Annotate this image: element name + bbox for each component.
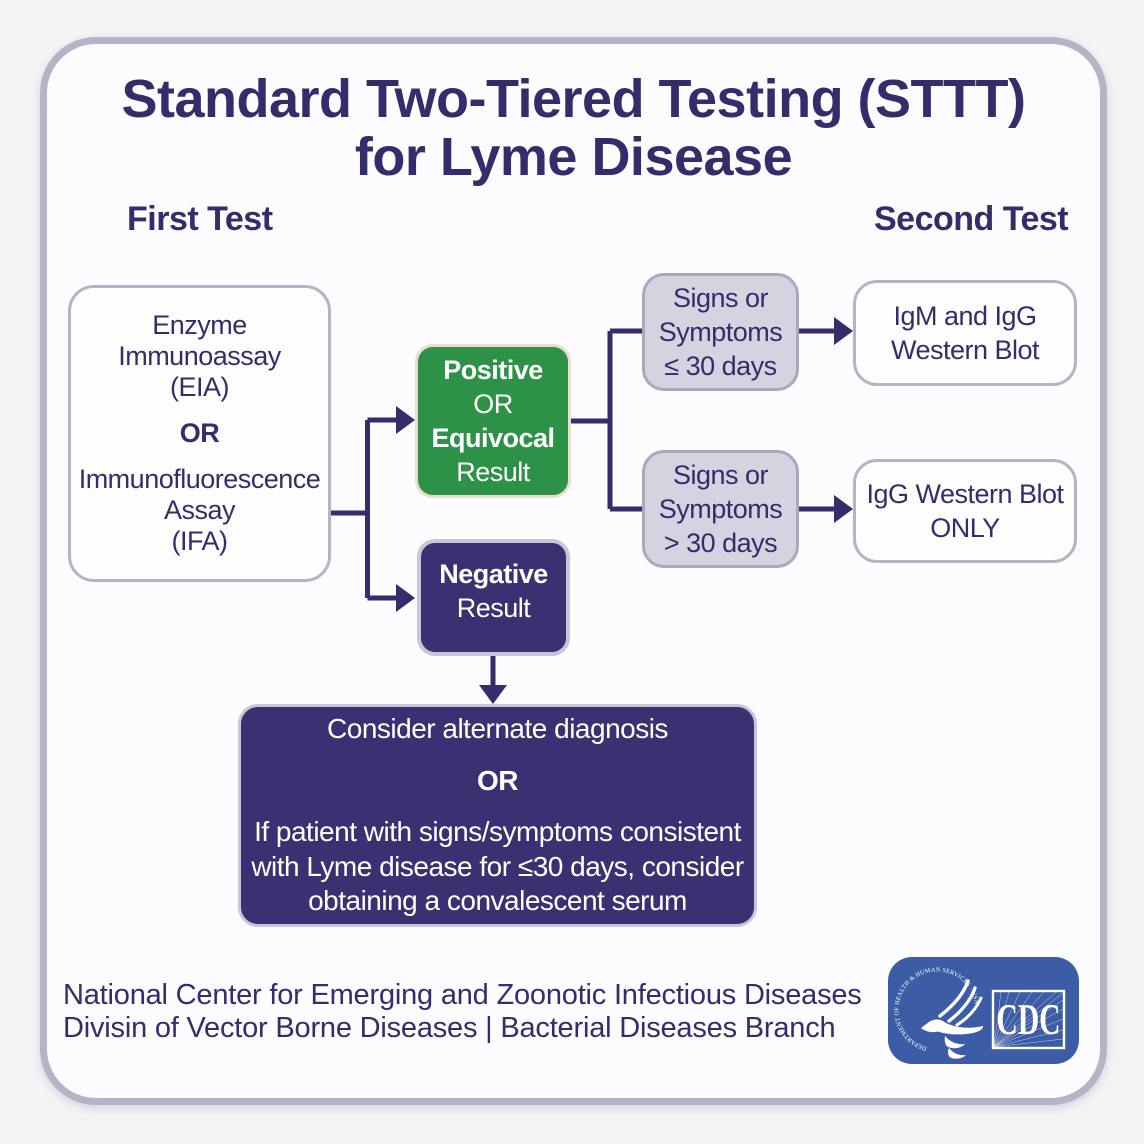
flowchart-card: Standard Two-Tiered Testing (STTT)for Ly… <box>40 37 1107 1105</box>
node-line: IgG Western Blot <box>866 479 1064 509</box>
node-line: Symptoms <box>658 494 783 524</box>
node-consider-alternate-diagnosis: Consider alternate diagnosis OR If patie… <box>238 704 757 927</box>
node-line: Result <box>456 592 531 623</box>
footer-line1: National Center for Emerging and Zoonoti… <box>63 979 862 1011</box>
node-line: (IFA) <box>171 526 228 556</box>
cdc-logo-background <box>888 957 1079 1064</box>
node-signs-symptoms-over-30: Signs or Symptoms > 30 days <box>642 450 799 568</box>
consider-paragraph: If patient with signs/symptoms consisten… <box>251 815 744 919</box>
node-igm-igg-western-blot: IgM and IgG Western Blot <box>853 280 1077 386</box>
node-positive-or-equivocal-result: Positive OR Equivocal Result <box>415 344 571 498</box>
or-divider: OR <box>477 764 519 796</box>
node-negative-result: Negative Result <box>417 539 570 656</box>
or-divider: OR <box>179 418 220 448</box>
node-igg-western-blot-only: IgG Western Blot ONLY <box>853 459 1077 563</box>
cdc-wordmark-box: CDC <box>991 989 1066 1050</box>
node-line: Immunofluorescence <box>78 464 321 494</box>
arrowhead-to-igg <box>834 495 853 523</box>
title-line2: for Lyme Disease <box>354 127 793 187</box>
node-line: Assay <box>163 495 236 525</box>
node-line: ≤ 30 days <box>664 351 777 381</box>
node-line: Enzyme <box>152 310 247 340</box>
node-line: Signs or <box>672 460 769 490</box>
column-label-second-test: Second Test <box>874 200 1069 238</box>
node-line: Western Blot <box>890 335 1040 365</box>
node-line: Result <box>456 457 530 487</box>
node-line: Consider alternate diagnosis <box>327 713 668 745</box>
cdc-hhs-logo: DEPARTMENT OF HEALTH & HUMAN SERVICES · … <box>888 957 1079 1064</box>
connector-positive-split <box>571 328 642 512</box>
node-line: If patient with signs/symptoms consisten… <box>254 816 741 848</box>
page-title: Standard Two-Tiered Testing (STTT)for Ly… <box>47 70 1100 186</box>
node-line: IgM and IgG <box>893 301 1037 331</box>
footer-line2: Divisin of Vector Borne Diseases | Bacte… <box>63 1012 836 1044</box>
connector-eia-split <box>331 417 397 601</box>
ifa-group: Immunofluorescence Assay (IFA) <box>79 464 321 557</box>
cdc-wordmark: CDC <box>997 995 1061 1044</box>
node-line: OR <box>473 389 513 419</box>
arrowhead-to-positive <box>396 406 415 434</box>
eia-group: Enzyme Immunoassay (EIA) <box>118 310 281 403</box>
node-line: (EIA) <box>169 372 230 402</box>
node-line: Equivocal <box>431 423 555 453</box>
node-line: ONLY <box>930 513 1000 543</box>
arrowhead-to-consider <box>479 685 507 704</box>
node-signs-symptoms-30-or-less: Signs or Symptoms ≤ 30 days <box>642 273 799 391</box>
footer-attribution: National Center for Emerging and Zoonoti… <box>63 979 862 1045</box>
title-line1: Standard Two-Tiered Testing (STTT) <box>121 69 1026 129</box>
node-line: with Lyme disease for ≤30 days, consider <box>251 850 744 882</box>
arrowhead-to-negative <box>396 584 415 612</box>
hhs-eagle-icon <box>921 979 984 1059</box>
arrowhead-to-igm <box>834 317 853 345</box>
node-line: Symptoms <box>658 317 783 347</box>
node-first-test-eia-ifa: Enzyme Immunoassay (EIA) OR Immunofluore… <box>68 285 331 582</box>
node-line: Immunoassay <box>118 341 281 371</box>
node-line: Signs or <box>672 283 769 313</box>
node-line: Negative <box>439 558 548 589</box>
node-line: obtaining a convalescent serum <box>308 885 687 917</box>
column-label-first-test: First Test <box>127 200 273 238</box>
node-line: > 30 days <box>663 528 778 558</box>
node-line: Positive <box>443 355 543 385</box>
